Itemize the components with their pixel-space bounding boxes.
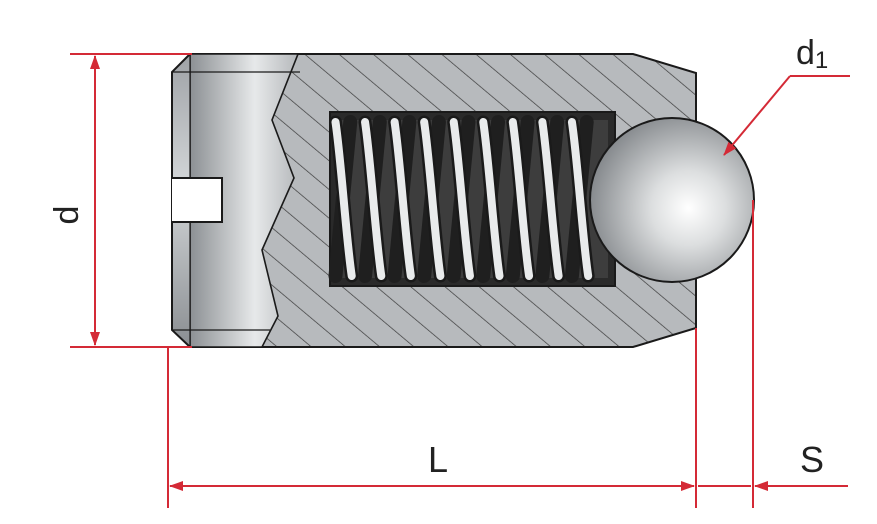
length-label: L	[428, 439, 448, 480]
dimension-S: S	[698, 200, 848, 508]
spring-coil-front	[390, 118, 415, 280]
dimension-d: d	[48, 53, 192, 348]
dimension-d1: d1	[723, 34, 850, 156]
dimension-L: L	[167, 328, 697, 508]
ball-diameter-label: d1	[796, 34, 828, 74]
spring-coil-front	[449, 118, 474, 280]
diameter-label: d	[48, 206, 86, 225]
spring-coil-front	[420, 118, 445, 280]
spring-coil-front	[331, 118, 356, 280]
spring-coil-front	[538, 118, 563, 280]
screwdriver-slot	[172, 177, 223, 223]
spring-coil-front	[567, 118, 593, 280]
steel-ball-icon	[589, 117, 755, 283]
compression-spring-icon	[328, 115, 595, 283]
spring-coil-front	[508, 118, 534, 280]
ball-diameter-main: d	[796, 34, 815, 72]
spring-coil-front	[361, 118, 386, 280]
spring-coil-front	[479, 118, 504, 280]
stroke-label: S	[800, 439, 824, 480]
ball-diameter-sub: 1	[815, 47, 828, 74]
